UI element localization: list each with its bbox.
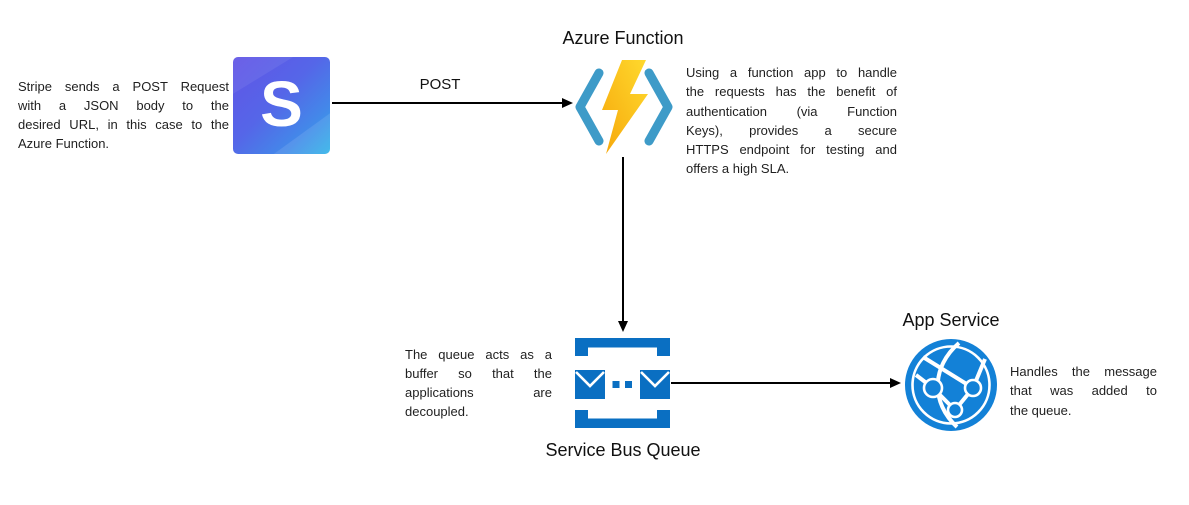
globe-node [963, 378, 983, 398]
queue-bracket-bottom [575, 410, 670, 428]
app-service-icon [905, 339, 997, 431]
angle-bracket-left-icon [575, 68, 604, 146]
service-bus-queue-icon [575, 338, 670, 428]
azure-function-icon [575, 60, 673, 154]
angle-bracket-right-icon [644, 68, 673, 146]
app-service-title: App Service [902, 310, 1000, 330]
globe-line [921, 355, 975, 390]
queue-bracket-top [575, 338, 670, 356]
queue-dot [612, 381, 620, 388]
envelope-icon [575, 370, 605, 399]
stripe-logo: S [233, 57, 330, 154]
azure-function-title: Azure Function [562, 28, 684, 48]
globe-node [946, 401, 964, 419]
service-bus-queue-title: Service Bus Queue [545, 440, 701, 460]
lightning-bolt-icon [602, 60, 648, 154]
queue-dot [625, 381, 632, 388]
post-label: POST [419, 76, 461, 93]
stripe-letter: S [260, 68, 303, 140]
globe-node [922, 377, 944, 399]
envelope-icon [640, 370, 670, 399]
